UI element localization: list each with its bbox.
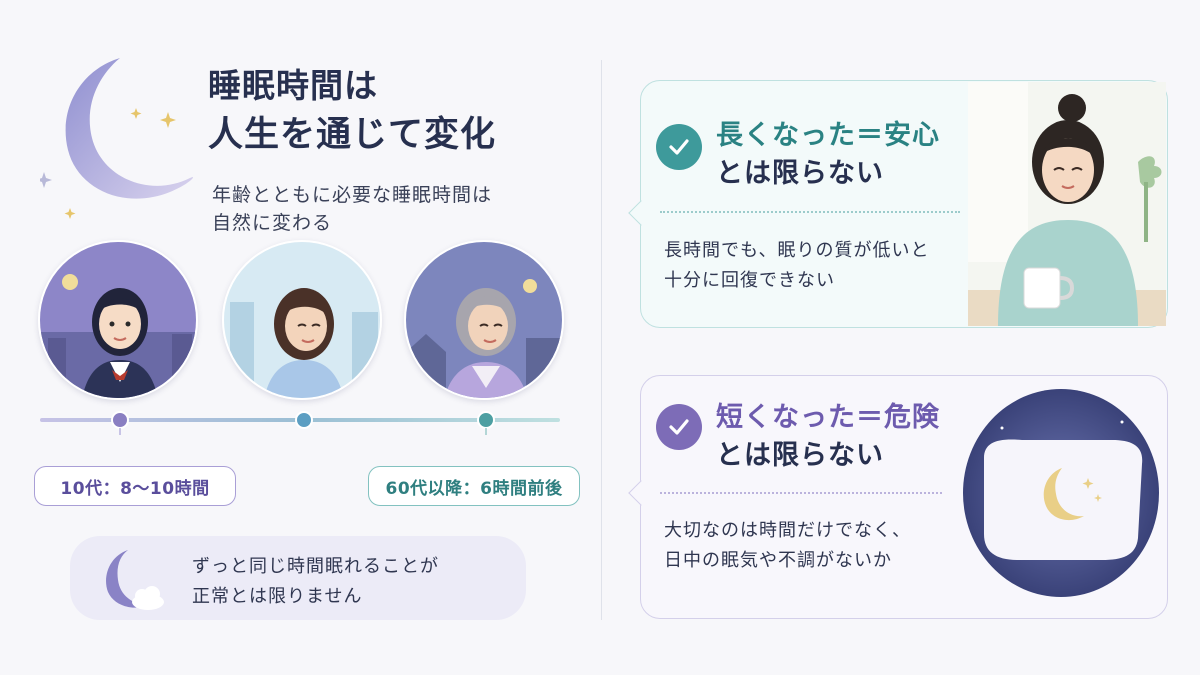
timeline-dot-senior <box>477 411 495 429</box>
age-timeline <box>40 411 560 435</box>
senior-portrait <box>404 240 564 400</box>
column-divider <box>601 60 602 620</box>
teen-sleep-label: 10代：8〜10時間 <box>34 466 236 506</box>
pillow-moon-illustration <box>963 389 1159 597</box>
short-card-body-line2: 日中の眠気や不調がないか <box>664 550 892 571</box>
timeline-dot-teen <box>111 411 129 429</box>
woman-with-coffee-illustration <box>968 82 1166 326</box>
page-title-line2: 人生を通じて変化 <box>208 115 497 155</box>
crescent-moon-icon <box>40 58 194 219</box>
short-card-body-line1: 大切なのは時間だけでなく、 <box>664 520 911 541</box>
long-card-heading-line1: 長くなった＝安心 <box>716 120 940 151</box>
check-icon <box>656 404 702 450</box>
teen-portrait <box>38 240 198 400</box>
long-card-heading-line2: とは限らない <box>716 158 884 189</box>
senior-sleep-label: 60代以降：6時間前後 <box>368 466 580 506</box>
moon-cloud-icon <box>106 550 164 610</box>
adult-portrait <box>222 240 382 400</box>
short-card-heading-line2: とは限らない <box>716 440 884 471</box>
note-line1: ずっと同じ時間眠れることが <box>192 556 439 577</box>
page-title-line1: 睡眠時間は <box>208 66 378 105</box>
long-card-body-line1: 長時間でも、眠りの質が低いと <box>664 240 930 261</box>
timeline-dot-adult <box>295 411 313 429</box>
subtitle-line2: 自然に変わる <box>212 212 333 234</box>
long-card-body-line2: 十分に回復できない <box>664 270 835 291</box>
dotted-separator <box>660 211 960 213</box>
dotted-separator <box>660 492 942 494</box>
check-icon <box>656 124 702 170</box>
cloud-icon <box>132 586 164 610</box>
subtitle-line1: 年齢とともに必要な睡眠時間は <box>212 184 493 206</box>
note-line2: 正常とは限りません <box>192 586 363 607</box>
short-card-heading-line1: 短くなった＝危険 <box>716 402 940 433</box>
